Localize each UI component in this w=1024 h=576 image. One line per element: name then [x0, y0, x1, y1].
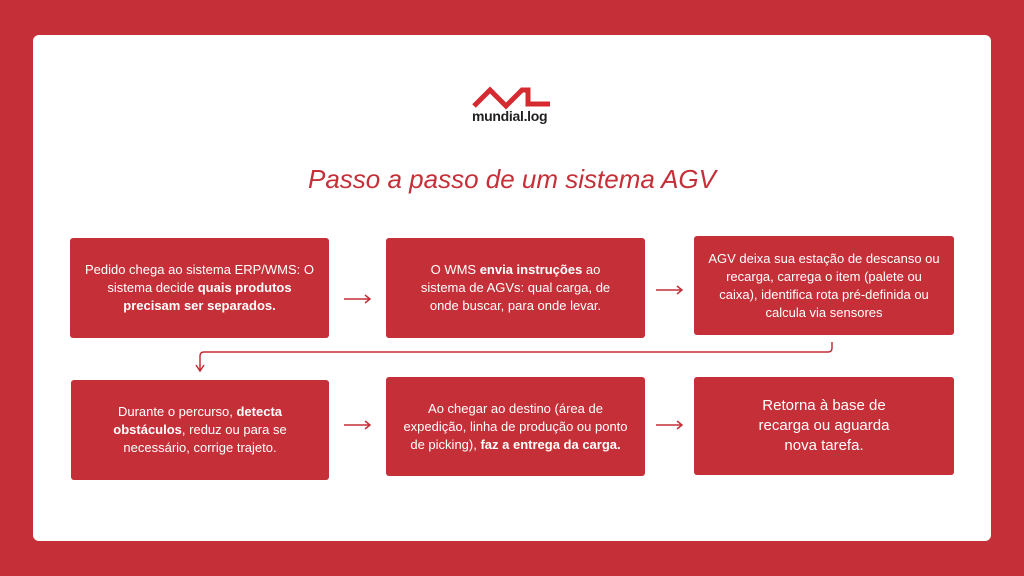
step-text-segment: Durante o percurso, [117, 404, 237, 419]
arrow-right-icon [656, 285, 684, 295]
step-text: AGV deixa sua estação de descanso ou rec… [706, 250, 942, 322]
step-text: Ao chegar ao destino (área de expedição,… [402, 400, 629, 454]
step-text-segment: Ao chegar ao destino (área de expedição,… [403, 400, 628, 452]
page-title: Passo a passo de um sistema AGV [307, 164, 716, 194]
step-5: Ao chegar ao destino (área de expedição,… [386, 377, 645, 476]
step-text-segment: Retorna à base de recarga ou aguarda nov… [758, 397, 890, 454]
arrow-right-icon [344, 420, 372, 430]
step-3: AGV deixa sua estação de descanso ou rec… [694, 236, 954, 335]
step-4: Durante o percurso, detecta obstáculos, … [71, 380, 329, 480]
arrow-right-icon [344, 294, 372, 304]
step-text-segment: Pedido chega ao sistema ERP/WMS: O siste… [84, 262, 315, 295]
step-1: Pedido chega ao sistema ERP/WMS: O siste… [70, 238, 329, 338]
step-text-bold: detecta obstáculos [113, 404, 283, 437]
step-6: Retorna à base de recarga ou aguarda nov… [694, 377, 954, 475]
logo-text: mundial.log [472, 108, 548, 124]
step-text-segment: , reduz ou para se necessário, corrige t… [123, 422, 287, 455]
step-text-bold: faz a entrega da carga. [480, 436, 621, 452]
step-text-segment: ao sistema de AGVs: qual carga, de onde … [420, 262, 611, 313]
step-text-bold: quais produtos precisam ser separados. [123, 280, 292, 313]
step-text-segment: AGV deixa sua estação de descanso ou rec… [708, 250, 940, 320]
step-text: Pedido chega ao sistema ERP/WMS: O siste… [82, 261, 317, 315]
step-2: O WMS envia instruções ao sistema de AGV… [386, 238, 645, 338]
mundial-log-logo [470, 82, 560, 127]
arrow-right-icon [656, 420, 684, 430]
step-text: Retorna à base de recarga ou aguarda nov… [754, 396, 894, 456]
step-text: Durante o percurso, detecta obstáculos, … [97, 403, 303, 457]
step-text-segment: O WMS [430, 262, 480, 277]
step-text: O WMS envia instruções ao sistema de AGV… [410, 261, 621, 315]
step-text-bold: envia instruções [479, 262, 583, 277]
